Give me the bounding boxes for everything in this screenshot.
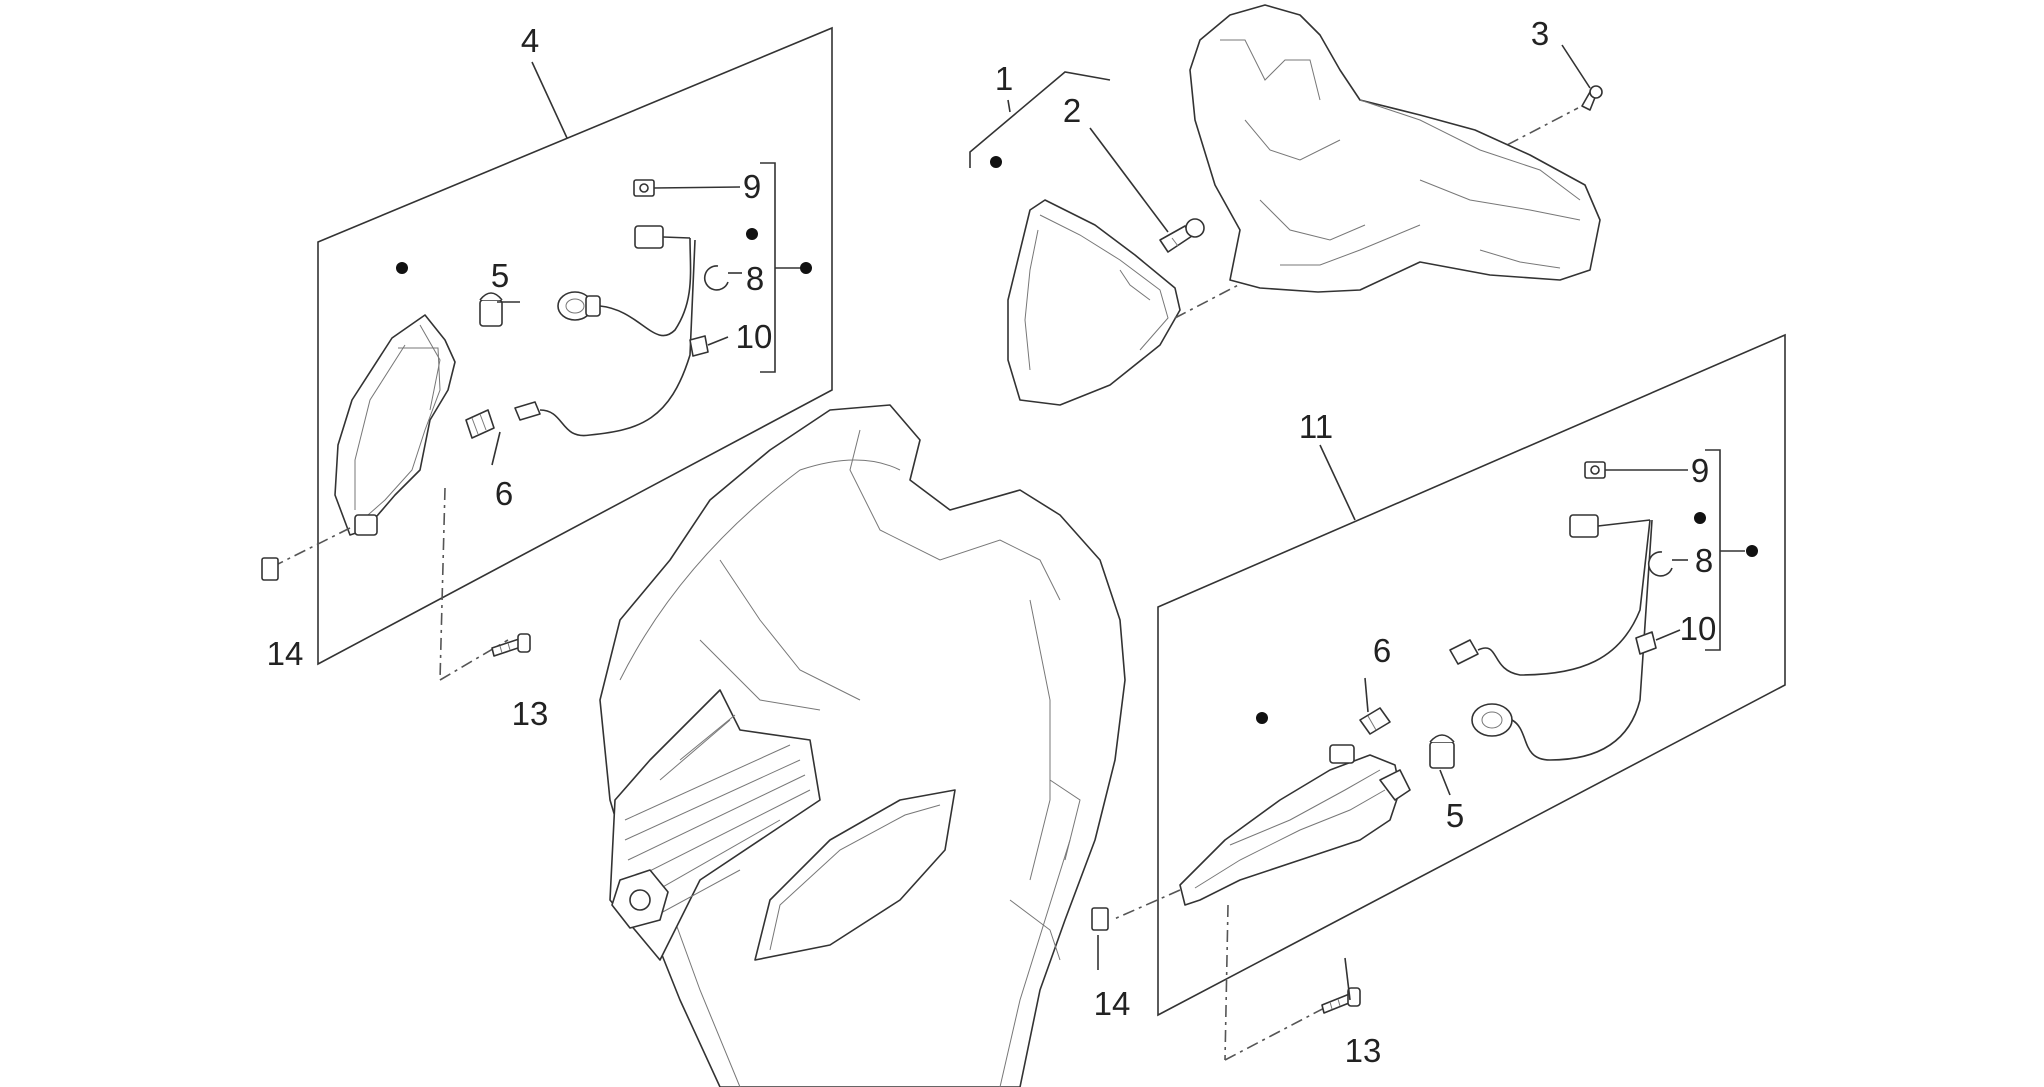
left-lamp-housing [334,314,456,536]
left-clip-nut-14 [261,557,279,581]
right-clip-10 [1635,631,1657,655]
right-screw-13 [1321,987,1361,1014]
left-screw-13 [491,633,531,657]
label-9-left: 9 [743,168,761,205]
left-clip-9 [633,179,655,197]
right-lamp-housing [1179,744,1411,906]
left-socket-cable [514,225,696,437]
label-6-left: 6 [495,475,513,512]
label-8-right: 8 [1695,542,1713,579]
label-10-right: 10 [1680,610,1717,647]
label-4: 4 [521,22,539,59]
label-14-left: 14 [267,635,304,672]
part-labels: 1 2 3 4 5 6 8 9 10 13 14 11 5 6 8 9 10 1… [267,15,1717,1069]
headlight-unit-1 [1007,199,1181,406]
label-14-right: 14 [1094,985,1131,1022]
label-2: 2 [1063,92,1081,129]
handlebar-cover [1189,4,1601,293]
screw-3 [1581,85,1603,111]
shield-indicator-mount [611,869,669,929]
label-3: 3 [1531,15,1549,52]
right-clip-9 [1584,461,1606,479]
label-8-left: 8 [746,260,764,297]
label-13-right: 13 [1345,1032,1382,1069]
left-bulb-5 [479,292,503,327]
right-assembly-frame [1157,333,1786,1017]
shield-lower-window [754,789,956,961]
right-socket-cable [1449,514,1653,761]
left-turn-signal-group [261,26,833,681]
left-bulb-6 [465,409,495,439]
label-9-right: 9 [1691,452,1709,489]
right-turn-signal-group [1091,333,1786,1061]
left-assembly-frame [317,26,833,666]
left-clip-10 [689,335,709,357]
label-10-left: 10 [736,318,773,355]
right-bulb-6 [1359,707,1391,735]
headlight-bulb-2 [1159,218,1205,253]
right-bulb-5 [1429,734,1455,769]
front-shield [599,404,1126,1087]
label-6-right: 6 [1373,632,1391,669]
right-ring-8 [1647,551,1673,577]
headlight-group [969,4,1603,406]
label-11: 11 [1299,408,1333,445]
label-5-right: 5 [1446,797,1464,834]
label-13-left: 13 [512,695,549,732]
label-5-left: 5 [491,257,509,294]
left-ring-8 [703,265,729,291]
label-1: 1 [995,60,1013,97]
right-clip-nut-14 [1091,907,1109,931]
